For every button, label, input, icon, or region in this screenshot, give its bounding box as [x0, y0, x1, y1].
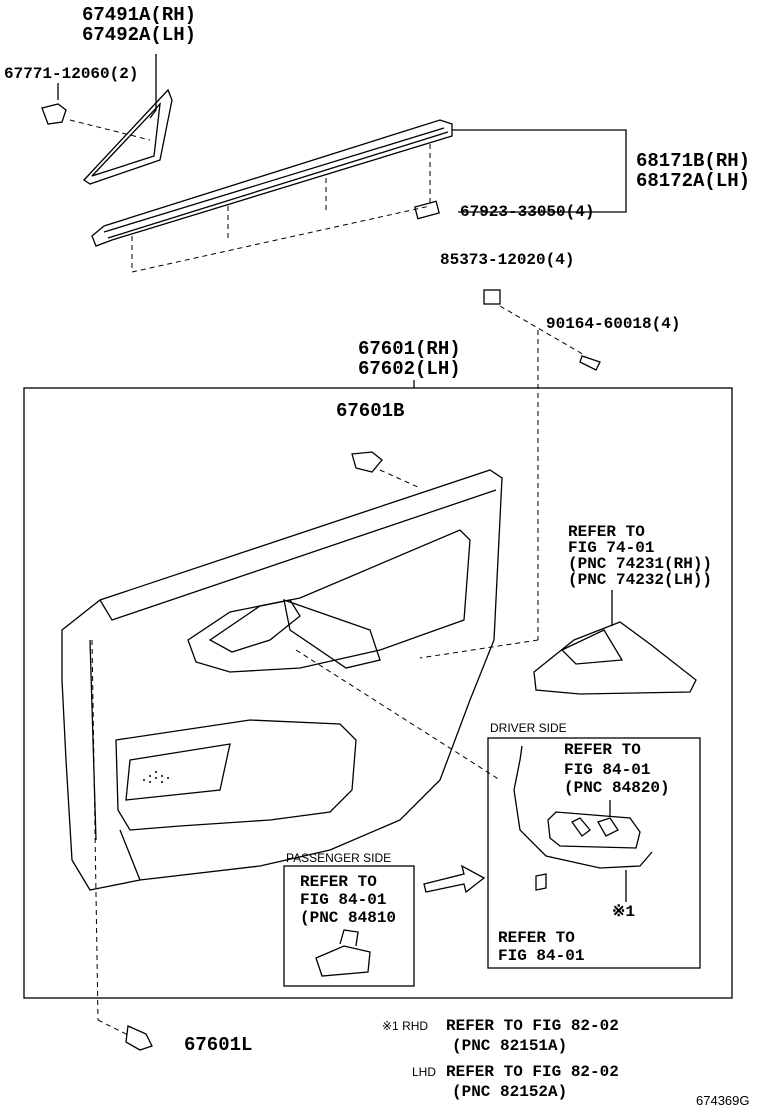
- corner-cover-shape: [83, 88, 173, 185]
- figure-id: 674369G: [696, 1093, 750, 1108]
- fig74-ref-2: FIG 74-01: [568, 539, 655, 557]
- corner-cover-lh-label: 67492A(LH): [82, 24, 197, 46]
- weatherstrip-clip-label: 67923-33050(4): [460, 203, 595, 221]
- trim-clip-l-label: 67601L: [184, 1034, 253, 1056]
- passenger-ref-2: FIG 84-01: [300, 891, 387, 909]
- driver-ref-bottom-2: FIG 84-01: [498, 947, 585, 965]
- corner-clip-shape: [41, 103, 67, 125]
- fig74-ref-4: (PNC 74232(LH)): [568, 571, 713, 589]
- driver-side-box: [487, 737, 701, 969]
- lhd-mark: LHD: [412, 1065, 437, 1079]
- driver-mark: ※1: [612, 903, 636, 921]
- driver-ref-bottom-1: REFER TO: [498, 929, 575, 947]
- weatherstrip-lh-label: 68172A(LH): [636, 170, 751, 192]
- lhd-line1: REFER TO FIG 82-02: [446, 1063, 619, 1081]
- door-trim-lh-label: 67602(LH): [358, 358, 461, 380]
- lhd-line2: (PNC 82152A): [452, 1083, 568, 1101]
- passenger-ref-1: REFER TO: [300, 873, 377, 891]
- fig74-ref-3: (PNC 74231(RH)): [568, 555, 713, 573]
- door-trim-panel: [61, 469, 503, 891]
- weatherstrip-rh-label: 68171B(RH): [636, 150, 751, 172]
- passenger-side-title: PASSENGER SIDE: [286, 851, 392, 865]
- screw-label: 90164-60018(4): [546, 315, 681, 333]
- switch-bezel-shape: [533, 621, 697, 695]
- driver-ref-top-3: (PNC 84820): [564, 779, 670, 797]
- rhd-line2: (PNC 82151A): [452, 1037, 568, 1055]
- door-trim-frame: [23, 387, 733, 999]
- driver-side-title: DRIVER SIDE: [490, 721, 567, 735]
- door-trim-rh-label: 67601(RH): [358, 338, 461, 360]
- leader-corner-cover: [149, 54, 157, 119]
- rhd-mark: ※1 RHD: [382, 1019, 429, 1033]
- passenger-ref-3: (PNC 84810: [300, 909, 397, 927]
- rhd-line1: REFER TO FIG 82-02: [446, 1017, 619, 1035]
- corner-clip-label: 67771-12060(2): [4, 65, 139, 83]
- trim-clip-b-label: 67601B: [336, 400, 405, 422]
- weatherstrip-shape: [91, 119, 453, 247]
- nut-label: 85373-12020(4): [440, 251, 575, 269]
- driver-ref-top-2: FIG 84-01: [564, 761, 651, 779]
- leader-weatherstrip: [452, 129, 627, 213]
- fig74-ref-1: REFER TO: [568, 523, 645, 541]
- driver-ref-top-1: REFER TO: [564, 741, 641, 759]
- corner-cover-rh-label: 67491A(RH): [82, 4, 197, 26]
- passenger-side-box: [283, 865, 415, 987]
- arrow-icon: [423, 864, 486, 894]
